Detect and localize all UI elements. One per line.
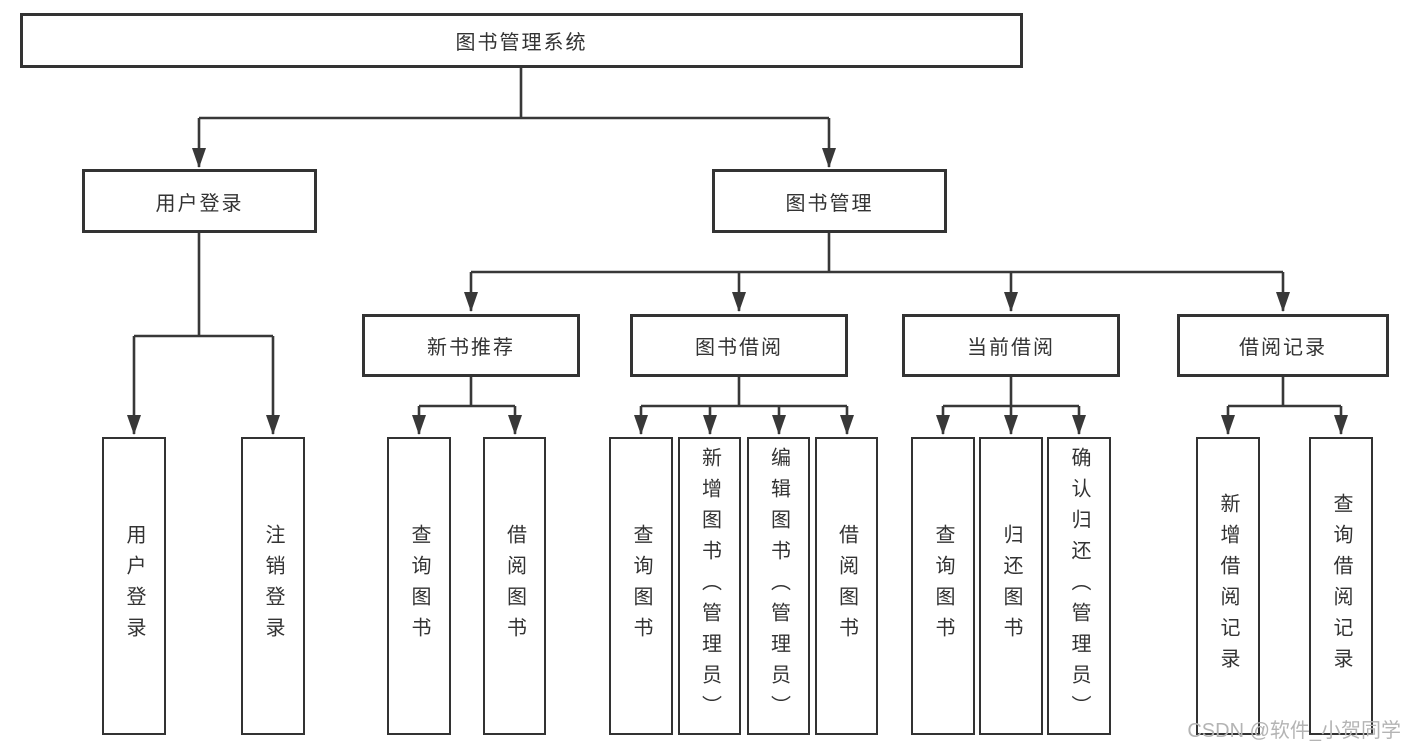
node-new-book-recommend-label: 新书推荐 — [427, 337, 515, 359]
leaf-bb-query-books: 查询图书 — [609, 437, 673, 735]
node-user-login: 用户登录 — [82, 169, 317, 233]
node-new-book-recommend: 新书推荐 — [362, 314, 580, 377]
leaf-bb-edit-books-admin-label: 编辑图书（管理员） — [767, 446, 790, 726]
leaf-br-add-borrow-record: 新增借阅记录 — [1196, 437, 1260, 735]
leaf-logout: 注销登录 — [241, 437, 305, 735]
leaf-cb-confirm-return-admin: 确认归还（管理员） — [1047, 437, 1111, 735]
leaf-bb-add-books-admin: 新增图书（管理员） — [678, 437, 741, 735]
leaf-br-query-borrow-record: 查询借阅记录 — [1309, 437, 1373, 735]
leaf-bb-borrow-books: 借阅图书 — [815, 437, 878, 735]
node-book-management: 图书管理 — [712, 169, 947, 233]
leaf-cb-query-books-label: 查询图书 — [932, 524, 954, 648]
leaf-nb-borrow-books: 借阅图书 — [483, 437, 546, 735]
node-borrow-record-label: 借阅记录 — [1239, 337, 1327, 359]
leaf-bb-add-books-admin-label: 新增图书（管理员） — [698, 446, 721, 726]
node-user-login-label: 用户登录 — [155, 192, 244, 215]
leaf-cb-query-books: 查询图书 — [911, 437, 975, 735]
leaf-nb-query-books: 查询图书 — [387, 437, 451, 735]
leaf-cb-return-books: 归还图书 — [979, 437, 1043, 735]
node-book-borrow: 图书借阅 — [630, 314, 848, 377]
leaf-nb-borrow-books-label: 借阅图书 — [503, 524, 526, 648]
node-book-management-label: 图书管理 — [785, 192, 874, 215]
leaf-cb-confirm-return-admin-label: 确认归还（管理员） — [1068, 446, 1090, 726]
csdn-watermark: CSDN @软件_小贺同学 — [1187, 720, 1401, 742]
node-borrow-record: 借阅记录 — [1177, 314, 1389, 377]
leaf-nb-query-books-label: 查询图书 — [408, 524, 430, 648]
node-root-label: 图书管理系统 — [455, 32, 588, 54]
leaf-bb-edit-books-admin: 编辑图书（管理员） — [747, 437, 810, 735]
leaf-br-add-borrow-record-label: 新增借阅记录 — [1217, 493, 1239, 679]
leaf-logout-label: 注销登录 — [262, 524, 284, 648]
node-root: 图书管理系统 — [20, 13, 1023, 68]
node-current-borrow-label: 当前借阅 — [967, 337, 1055, 359]
leaf-user-login: 用户登录 — [102, 437, 166, 735]
leaf-user-login-label: 用户登录 — [123, 524, 145, 648]
leaf-bb-borrow-books-label: 借阅图书 — [835, 524, 858, 648]
node-book-borrow-label: 图书借阅 — [695, 337, 783, 359]
leaf-bb-query-books-label: 查询图书 — [630, 524, 652, 648]
node-current-borrow: 当前借阅 — [902, 314, 1120, 377]
leaf-cb-return-books-label: 归还图书 — [1000, 524, 1022, 648]
leaf-br-query-borrow-record-label: 查询借阅记录 — [1330, 493, 1352, 679]
